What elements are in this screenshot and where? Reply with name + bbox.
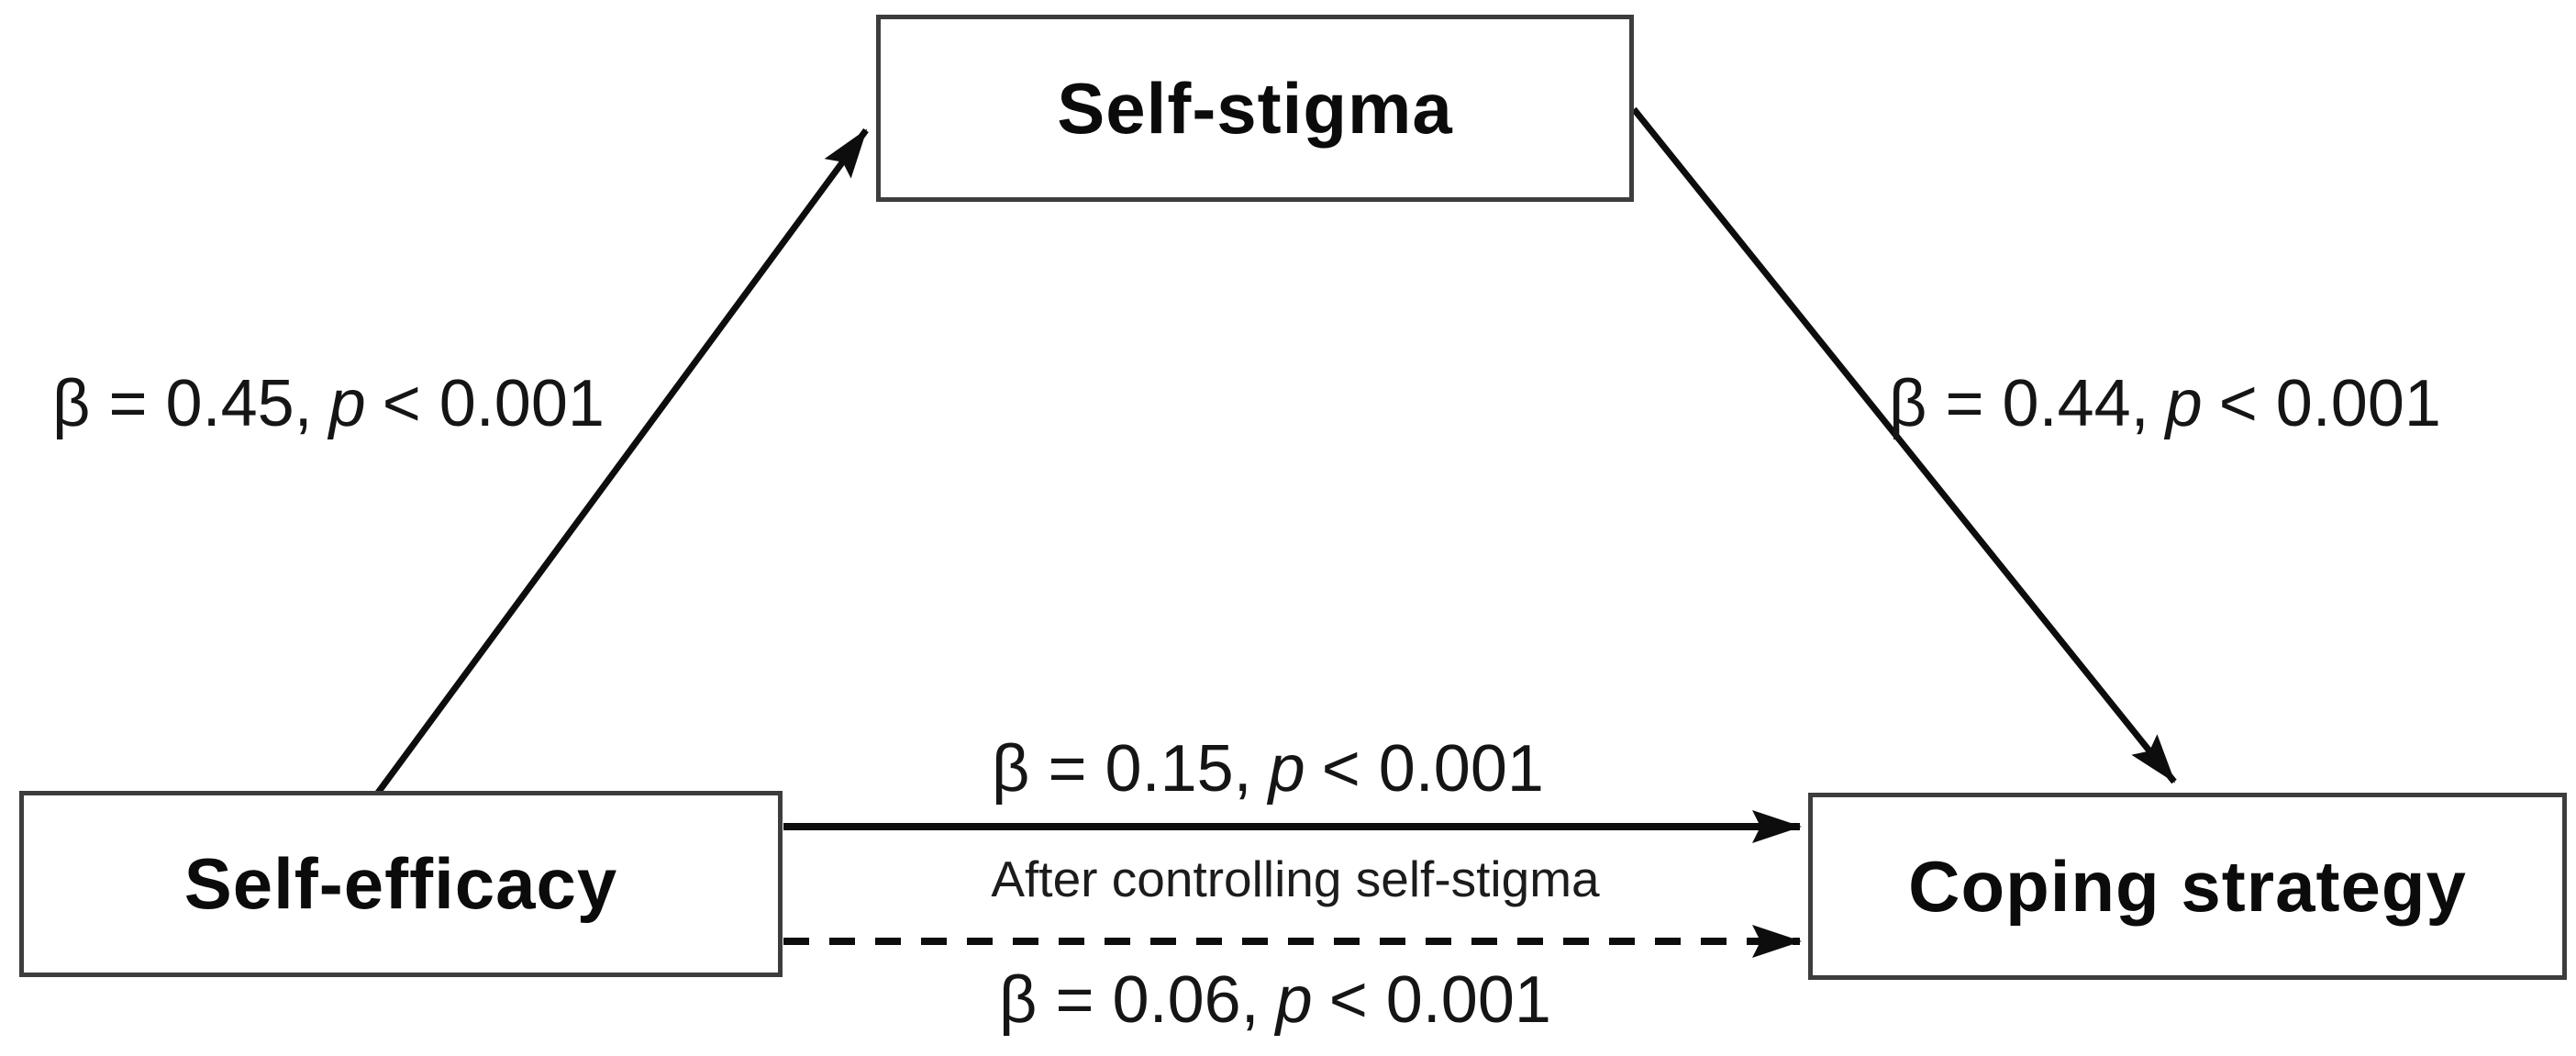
direct-effect-p-symbol: p: [1268, 732, 1305, 806]
controlled-effect-coefficient-label: β = 0.06, p < 0.001: [999, 962, 1551, 1038]
path-a-p-value: < 0.001: [382, 367, 605, 440]
arrow-efficacy-to-stigma: [375, 128, 869, 795]
node-coping-strategy-label: Coping strategy: [1908, 845, 2467, 927]
path-a-p-symbol: p: [328, 367, 366, 440]
controlled-effect-note: After controlling self-stigma: [991, 850, 1600, 907]
node-coping-strategy: Coping strategy: [1808, 793, 2567, 980]
controlled-effect-p-value: < 0.001: [1328, 963, 1551, 1037]
direct-effect-coefficient-label: β = 0.15, p < 0.001: [992, 731, 1544, 806]
path-b-p-symbol: p: [2165, 367, 2203, 440]
arrow-stigma-to-coping: [1631, 106, 2177, 784]
controlled-effect-beta: β = 0.06,: [999, 963, 1260, 1037]
node-self-efficacy: Self-efficacy: [19, 791, 783, 977]
direct-effect-p-value: < 0.001: [1321, 732, 1544, 806]
path-b-beta: β = 0.44,: [1889, 367, 2149, 440]
path-a-coefficient-label: β = 0.45, p < 0.001: [52, 366, 605, 441]
node-self-stigma-label: Self-stigma: [1057, 67, 1453, 149]
controlled-effect-p-symbol: p: [1275, 963, 1313, 1037]
node-self-efficacy-label: Self-efficacy: [183, 843, 618, 924]
path-a-beta: β = 0.45,: [52, 367, 313, 440]
path-b-p-value: < 0.001: [2218, 367, 2441, 440]
node-self-stigma: Self-stigma: [876, 15, 1634, 202]
path-b-coefficient-label: β = 0.44, p < 0.001: [1889, 366, 2441, 441]
direct-effect-beta: β = 0.15,: [992, 732, 1252, 806]
